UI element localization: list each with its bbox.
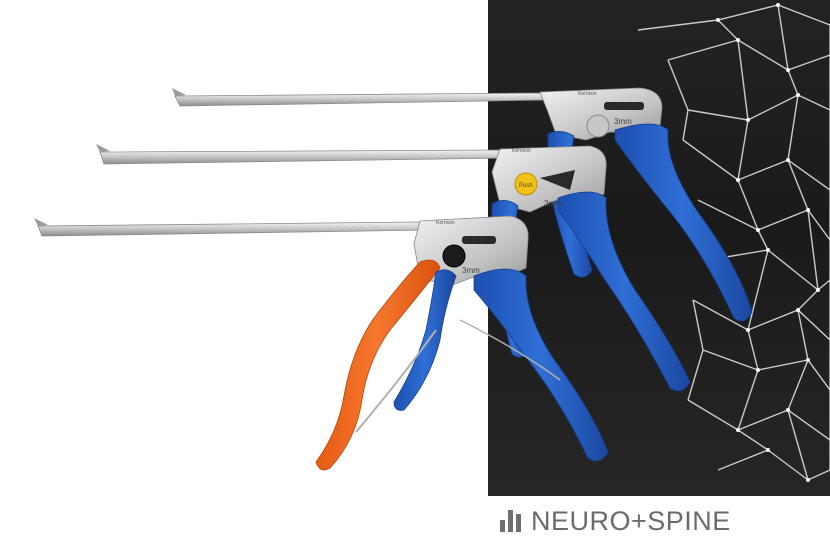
black-button-icon <box>442 244 466 268</box>
network-lines-icon <box>637 3 830 482</box>
shaft-text: Kerrison <box>436 220 455 226</box>
size-label: 3mm <box>614 117 632 126</box>
kerrison-rongeur-top: 3mm Kerrison <box>172 87 753 322</box>
release-button-icon <box>586 114 610 138</box>
dark-background-panel <box>488 0 830 496</box>
kerrison-rongeur-bottom: 3mm Kerrison <box>34 215 609 471</box>
brand-name: NEURO+SPINE <box>531 505 731 536</box>
brand-logo: NEURO+SPINE <box>500 506 731 536</box>
push-button-label: Push <box>519 183 533 189</box>
size-label: 3mm <box>544 199 562 208</box>
push-button-icon <box>514 172 538 196</box>
shaft-text: Kerrison <box>578 91 597 97</box>
bar-logo-icon <box>500 510 521 532</box>
size-label: 3mm <box>462 266 480 275</box>
shaft-text: Kerrison <box>512 148 531 154</box>
kerrison-rongeur-middle: Push 3mm Kerrison <box>96 144 691 392</box>
